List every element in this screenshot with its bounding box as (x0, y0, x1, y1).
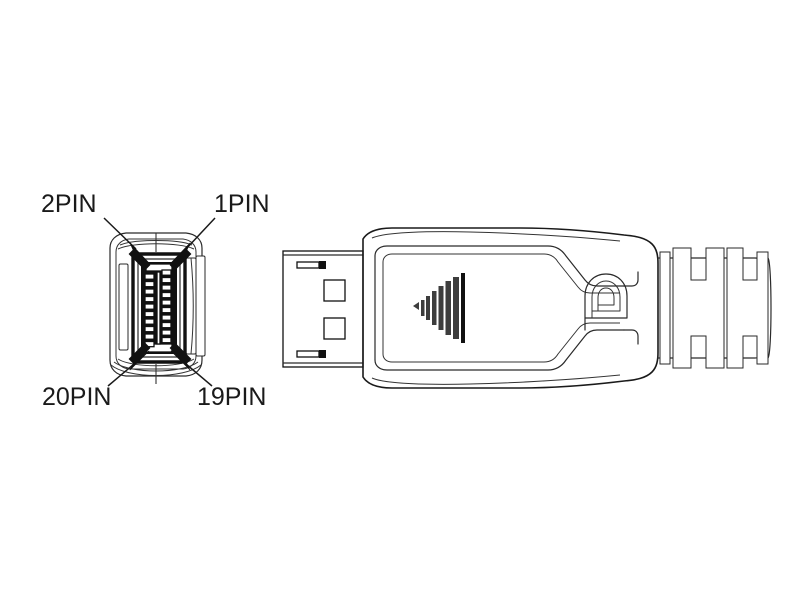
leader-line-pin-20 (107, 363, 135, 387)
side-housing-top-contour (371, 231, 621, 242)
front-pin-column-left (144, 273, 155, 348)
boot-rib-3 (726, 247, 769, 369)
label-pin-19: 19PIN (197, 383, 266, 411)
side-recess-inner-bottom (382, 322, 620, 363)
side-latch-arm-bottom (623, 329, 639, 345)
p-mark-icon (584, 273, 628, 331)
leader-line-pin-1 (185, 217, 216, 250)
side-recess-outer-bottom (374, 329, 625, 371)
leader-line-pin-19 (185, 363, 213, 387)
side-blade-square-bottom (323, 317, 346, 340)
displayport-triangle-icon (413, 273, 465, 343)
side-strain-relief-boot (657, 247, 772, 369)
side-blade-square-top (323, 279, 346, 302)
side-blade-slot-bottom-cap (319, 350, 326, 358)
boot-rib-1 (659, 251, 671, 365)
arrowhead-pin-2-stem (128, 248, 151, 271)
connector-front-view: 2PIN 1PIN 20PIN 19PIN (41, 190, 270, 411)
boot-rib-2 (672, 247, 725, 369)
front-right-rail-edge (190, 257, 194, 355)
boot-end-cap (767, 257, 772, 359)
arrowhead-pin-19-stem (169, 342, 192, 365)
label-pin-1: 1PIN (214, 190, 270, 218)
front-left-rail (118, 263, 129, 351)
side-recess-inner (382, 253, 620, 294)
side-blade-slot-top (296, 261, 320, 269)
front-pin-separator (156, 271, 161, 345)
front-connector-frame-outer (131, 252, 187, 364)
side-recess-outer (374, 245, 625, 287)
label-pin-2: 2PIN (41, 190, 97, 218)
side-housing-bottom-contour (371, 374, 621, 385)
side-blade-slot-bottom (296, 350, 320, 358)
arrowhead-pin-1-stem (169, 248, 192, 271)
side-latch-arm-top (623, 271, 639, 287)
front-pin-column-right (161, 269, 172, 344)
front-right-rail (185, 257, 197, 355)
side-blade-slot-top-cap (319, 261, 326, 269)
label-pin-20: 20PIN (42, 383, 111, 411)
front-connector-frame-inner (137, 258, 181, 358)
arrowhead-pin-20-stem (128, 342, 151, 365)
front-right-rail-outer (195, 255, 206, 357)
connector-side-view (282, 227, 772, 389)
side-plug-blade (282, 250, 364, 368)
